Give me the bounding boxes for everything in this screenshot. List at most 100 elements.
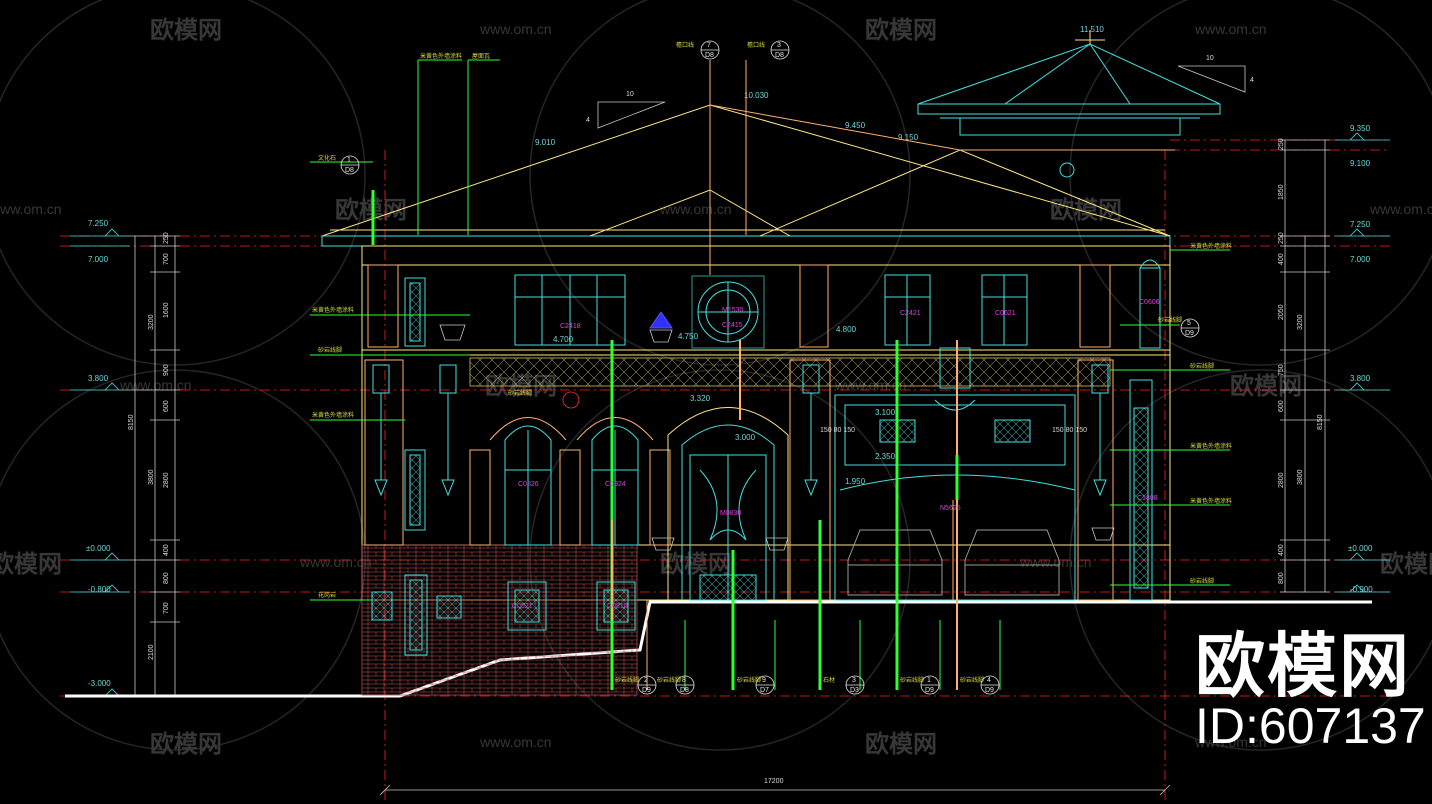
window-tag: C2421 — [900, 310, 921, 317]
material-note: 砂岩线脚 — [1158, 316, 1182, 324]
level-ridge-main: 10.030 — [744, 91, 769, 100]
level-right-ground: ±0.000 — [1348, 544, 1373, 553]
dim-right-col: 600 — [1278, 400, 1285, 412]
grid-bubble-num: 7 — [707, 42, 711, 49]
left-dimension-chain — [70, 228, 180, 697]
grid-bubbles — [340, 40, 1200, 695]
grid-bubble-num: 5 — [1187, 320, 1191, 327]
dim-right-col: 2800 — [1278, 472, 1285, 488]
dim-left-base: 2100 — [148, 644, 155, 660]
slope-run: 10 — [626, 91, 634, 98]
level-base: -3.000 — [88, 679, 111, 688]
watermark-brand: 欧模网 — [1230, 372, 1302, 400]
grid-bubble-num: 9 — [762, 677, 766, 684]
material-note: 米黄色外墙涂料 — [420, 52, 462, 60]
upper-windows — [404, 259, 1161, 349]
level-right-top-b: 9.100 — [1350, 159, 1371, 168]
watermark-url: www.om.cn — [479, 734, 552, 750]
material-note: 屋面瓦 — [472, 53, 490, 60]
level-right-eave-a: 7.250 — [1350, 220, 1371, 229]
main-roof — [321, 104, 1175, 247]
dim-left-col: 900 — [163, 364, 170, 376]
facade-outline — [361, 245, 1171, 601]
level-right-eave-b: 7.000 — [1350, 255, 1371, 264]
level-right-floor2: 3.800 — [1350, 374, 1371, 383]
watermark-url: www.om.cn — [0, 201, 62, 217]
lower-windows — [371, 379, 1153, 656]
window-tag: C0810 — [607, 603, 628, 610]
level-ridge-right: 9.150 — [898, 133, 919, 142]
grid-bubble-sheet: D9 — [1185, 330, 1194, 337]
dim-right-col: 250 — [1278, 138, 1285, 150]
dim-right-col: 400 — [1278, 253, 1285, 265]
material-note: 米黄色外墙涂料 — [1190, 497, 1232, 505]
slope-run: 10 — [1206, 55, 1214, 62]
level-ridge-left: 9.010 — [535, 138, 556, 147]
dim-left-upper: 3200 — [148, 314, 155, 330]
level-eave-b: 7.000 — [88, 255, 109, 264]
dim-bottom-total: 17200 — [764, 778, 784, 785]
watermark-url: www.om.cn — [1019, 554, 1092, 570]
window-tag: C0521 — [512, 603, 533, 610]
grid-bubble-num: 2 — [644, 677, 648, 684]
slope-marker-left — [597, 101, 666, 129]
dim-left-col: 2800 — [163, 472, 170, 488]
window-tag: C2415 — [722, 322, 743, 329]
window-tag: C2418 — [560, 323, 581, 330]
watermark-url: www.om.cn — [479, 21, 552, 37]
ground-line — [65, 600, 1372, 698]
watermark-url: www.om.cn — [1194, 21, 1267, 37]
dim-left-col: 600 — [163, 400, 170, 412]
dim-left-lower: 3800 — [148, 469, 155, 485]
leader-lines — [310, 59, 1230, 690]
level-garage-c: 1.950 — [845, 477, 866, 486]
window-tag: C0924 — [605, 481, 626, 488]
material-note: 檐口线 — [676, 41, 694, 49]
dim-left-col: 400 — [163, 544, 170, 556]
grid-bubble-num: 1 — [927, 677, 931, 684]
level-eave-a: 7.250 — [88, 219, 109, 228]
dim-right-col: 250 — [1278, 232, 1285, 244]
dim-left-total: 8150 — [128, 414, 135, 430]
window-tag: C0621 — [995, 310, 1016, 317]
dim-right-lower: 3800 — [1297, 469, 1304, 485]
watermark-url: www.om.cn — [1369, 201, 1432, 217]
watermark-url: www.om.cn — [1194, 734, 1267, 750]
material-note: 砂岩线脚 — [1190, 577, 1214, 585]
level-ground: ±0.000 — [86, 544, 111, 553]
level-ridge-top: 11.510 — [1080, 25, 1104, 34]
window-tag: C0826 — [518, 481, 539, 488]
window-tag: N5625 — [940, 505, 961, 512]
level-floor2: 3.800 — [88, 374, 109, 383]
dim-garage-gaps-l: 150 80 150 — [820, 427, 855, 434]
material-note: 砂岩线脚 — [508, 389, 532, 397]
garage — [834, 394, 1076, 601]
grid-bubble-num: 4 — [987, 677, 991, 684]
grid-bubble-sheet: D3 — [850, 687, 859, 694]
dim-left-col: 250 — [163, 232, 170, 244]
dim-right-total: 8150 — [1317, 414, 1324, 430]
level-balcony-r: 4.800 — [836, 325, 857, 334]
entrance-door — [667, 407, 789, 601]
level-garage-b: 2.350 — [875, 452, 896, 461]
grid-bubble-num: 3 — [852, 677, 856, 684]
level-right-top-a: 9.350 — [1350, 124, 1371, 133]
grid-bubble-sheet: D9 — [642, 687, 651, 694]
level-grade: -0.800 — [88, 585, 111, 594]
level-door-a: 3.320 — [690, 394, 711, 403]
watermark-brand: 欧模网 — [1050, 196, 1122, 224]
window-tag: M1530 — [722, 307, 744, 314]
level-ridge-mid: 9.450 — [845, 121, 866, 130]
material-note: 米黄色外墙涂料 — [312, 411, 354, 419]
level-balcony-l: 4.700 — [553, 335, 574, 344]
dim-left-col: 800 — [163, 572, 170, 584]
material-note: 米黄色外墙涂料 — [312, 306, 354, 314]
dim-right-col: 400 — [1278, 544, 1285, 556]
dim-right-col: 1850 — [1278, 184, 1285, 200]
watermark-brand: 欧模网 — [150, 16, 222, 44]
watermark-brand: 欧模网 — [865, 16, 937, 44]
dim-right-col: 750 — [1278, 364, 1285, 376]
wall-lamps — [372, 347, 1109, 497]
material-note: 文化石 — [318, 154, 336, 162]
